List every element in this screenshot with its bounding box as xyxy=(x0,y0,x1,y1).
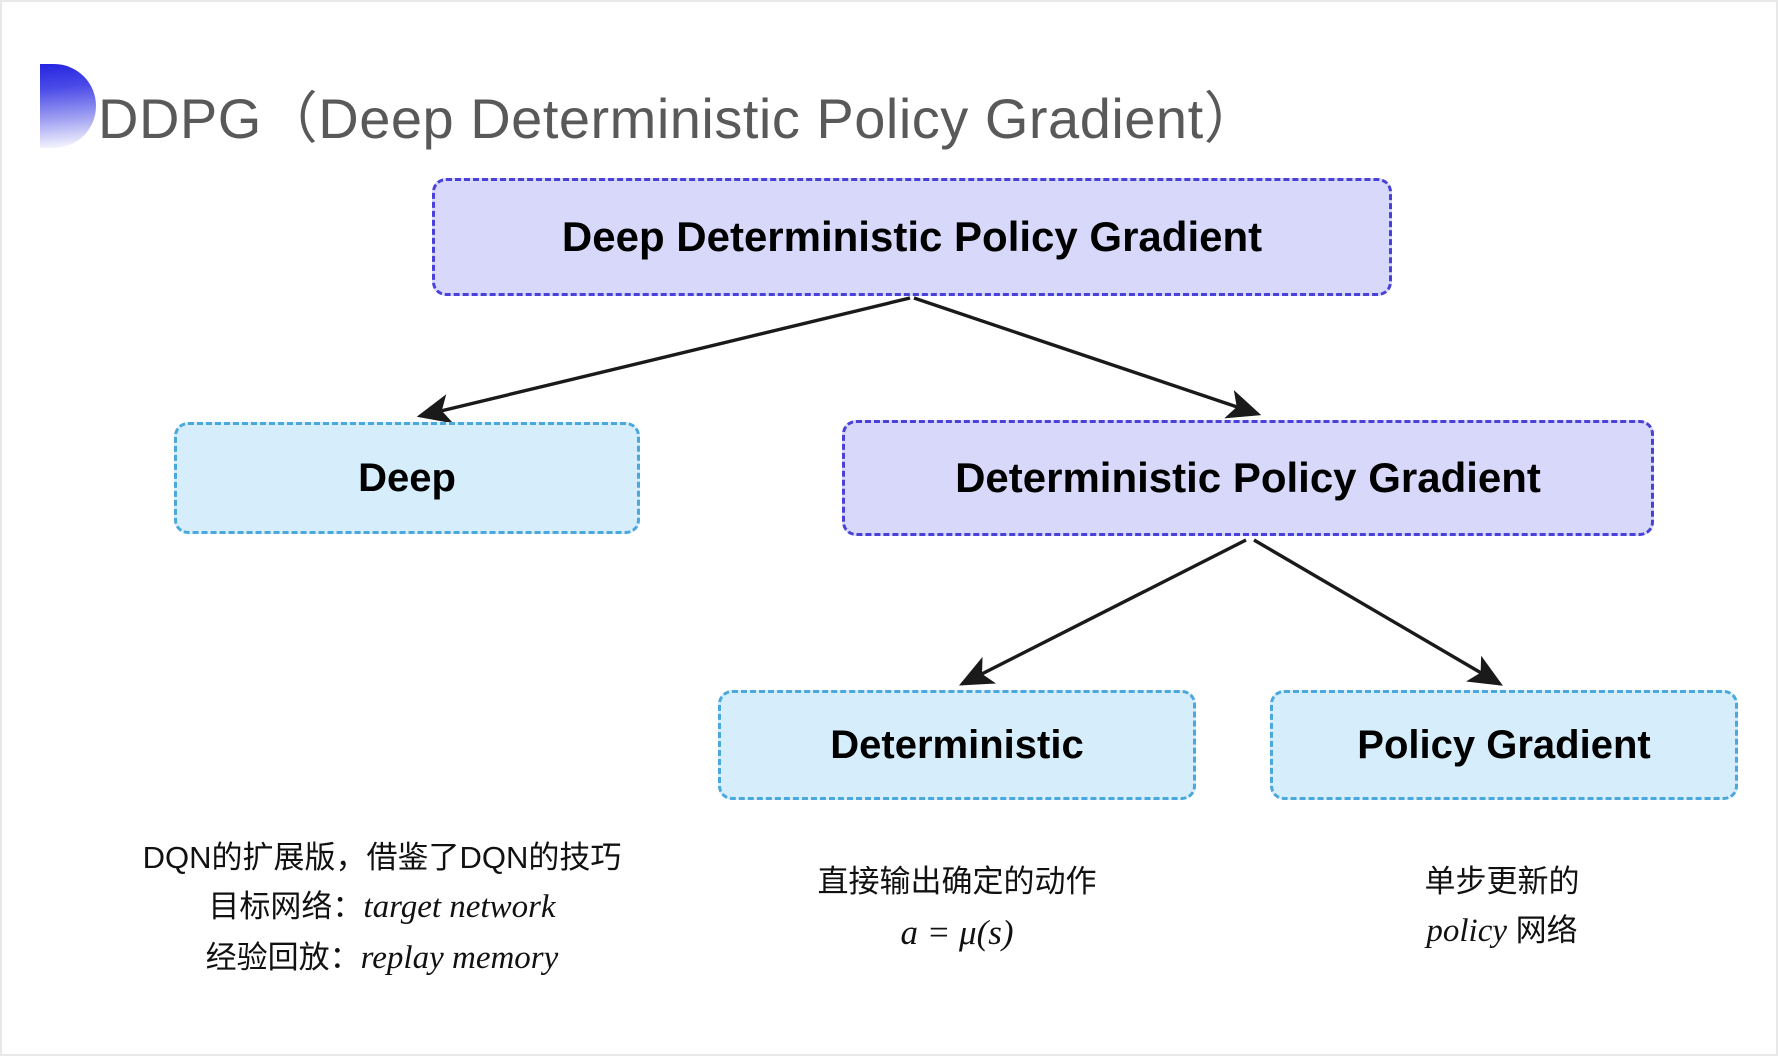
caption-policy-gradient-suffix: 网络 xyxy=(1507,913,1578,949)
page-title: DDPG（Deep Deterministic Policy Gradient） xyxy=(98,87,1261,150)
node-deep[interactable]: Deep xyxy=(174,422,640,534)
caption-deterministic: 直接输出确定的动作 a = μ(s) xyxy=(732,858,1182,960)
caption-deep-replay-term: replay memory xyxy=(360,940,559,977)
edge-dpg-to-deterministic xyxy=(958,538,1247,686)
caption-deep-target-label: 目标网络： xyxy=(208,889,364,925)
caption-deep-line-2: 目标网络：target network xyxy=(102,882,662,933)
caption-deep-replay-label: 经验回放： xyxy=(205,940,361,976)
node-deep-deterministic-policy-gradient[interactable]: Deep Deterministic Policy Gradient xyxy=(432,178,1392,296)
caption-deep-line-1: DQN的扩展版，借鉴了DQN的技巧 xyxy=(142,840,622,875)
node-deterministic[interactable]: Deterministic xyxy=(718,690,1196,800)
caption-deterministic-formula: a = μ(s) xyxy=(900,913,1014,953)
caption-deterministic-line-1: 直接输出确定的动作 xyxy=(817,864,1097,899)
edge-root-to-dpg xyxy=(913,296,1262,419)
caption-policy-gradient-term: policy xyxy=(1426,913,1507,950)
caption-policy-gradient: 单步更新的 policy 网络 xyxy=(1302,858,1702,957)
caption-policy-gradient-line-2: policy 网络 xyxy=(1302,906,1702,957)
node-policy-gradient[interactable]: Policy Gradient xyxy=(1270,690,1738,800)
caption-deep: DQN的扩展版，借鉴了DQN的技巧 目标网络：target network 经验… xyxy=(102,834,662,984)
edge-root-to-deep xyxy=(416,296,911,424)
edge-dpg-to-policy-gradient xyxy=(1253,538,1503,686)
caption-policy-gradient-line-1: 单步更新的 xyxy=(1424,864,1580,899)
title-bullet-icon xyxy=(40,64,96,148)
caption-deep-target-term: target network xyxy=(363,889,556,926)
node-deterministic-policy-gradient[interactable]: Deterministic Policy Gradient xyxy=(842,420,1654,536)
caption-deep-line-3: 经验回放：replay memory xyxy=(102,933,662,984)
